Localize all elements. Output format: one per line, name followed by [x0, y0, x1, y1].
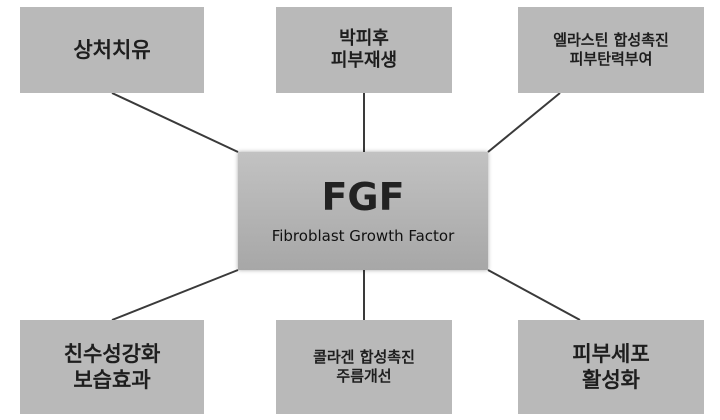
- node-skin-regeneration: 박피후 피부재생: [276, 7, 452, 93]
- center-title: FGF: [321, 175, 405, 220]
- node-label-line1: 콜라겐 합성촉진: [313, 348, 415, 367]
- node-label-line2: 피부재생: [330, 50, 398, 71]
- node-label-line2: 보습효과: [73, 368, 151, 392]
- connector-top-left: [111, 92, 239, 153]
- node-label-line2: 활성화: [582, 368, 640, 392]
- connector-bottom-left: [111, 269, 239, 321]
- node-label-line1: 피부세포: [572, 341, 650, 366]
- node-label: 상처치유: [73, 37, 151, 62]
- node-label-line1: 친수성강화: [63, 341, 161, 366]
- node-label-line1: 엘라스틴 합성촉진: [553, 31, 669, 50]
- node-label-line1: 박피후: [339, 27, 389, 49]
- node-cell-activation: 피부세포 활성화: [518, 320, 704, 414]
- connector-top-right: [487, 92, 561, 153]
- node-collagen-synthesis: 콜라겐 합성촉진 주름개선: [276, 320, 452, 414]
- node-wound-healing: 상처치유: [20, 7, 204, 93]
- node-label-line2: 피부탄력부여: [569, 50, 653, 68]
- node-fgf-center: FGF Fibroblast Growth Factor: [238, 152, 488, 270]
- center-subtitle: Fibroblast Growth Factor: [271, 226, 455, 245]
- node-hydration: 친수성강화 보습효과: [20, 320, 204, 414]
- node-elastin-synthesis: 엘라스틴 합성촉진 피부탄력부여: [518, 7, 704, 93]
- node-label-line2: 주름개선: [336, 367, 392, 385]
- connector-bottom-right: [487, 269, 581, 321]
